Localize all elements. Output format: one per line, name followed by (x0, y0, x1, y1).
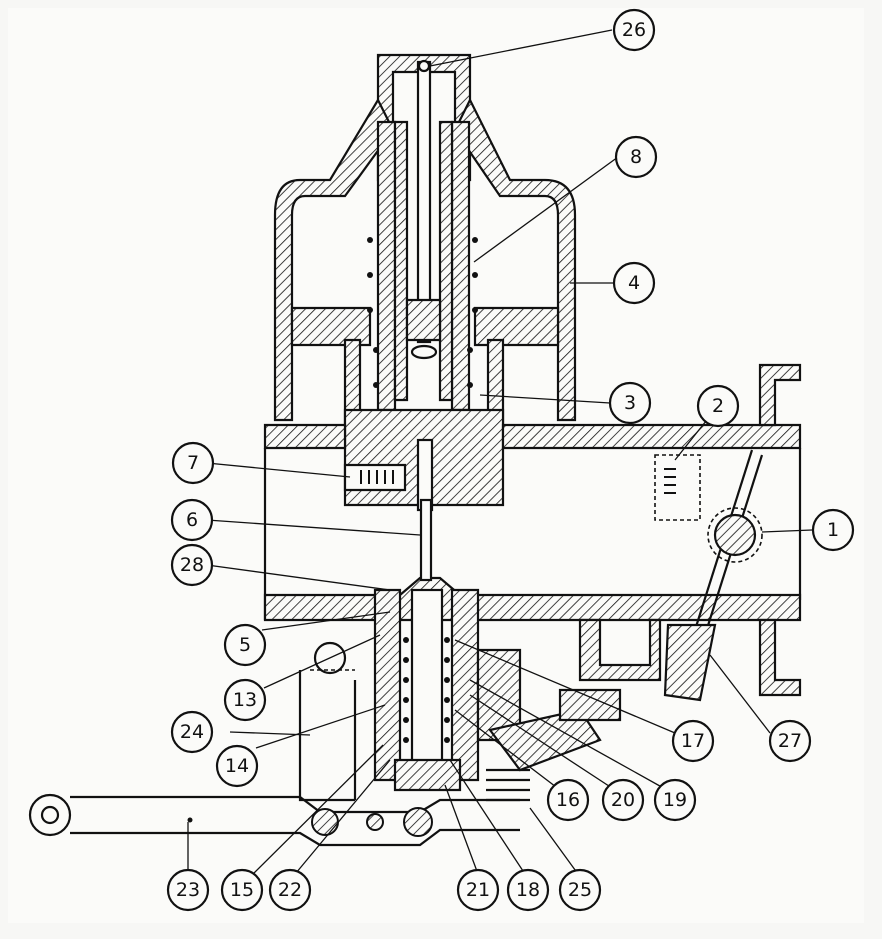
callout-5: 5 (223, 623, 267, 667)
callout-8: 8 (614, 135, 658, 179)
callout-4-label: 4 (628, 272, 640, 294)
callout-5-label: 5 (239, 634, 251, 656)
callout-26: 26 (612, 8, 656, 52)
callout-17: 17 (671, 719, 715, 763)
callout-27: 27 (768, 719, 812, 763)
callout-19: 19 (653, 778, 697, 822)
callout-18-label: 18 (516, 879, 540, 901)
upper-housing (273, 53, 577, 512)
callout-3-label: 3 (624, 392, 636, 414)
callout-15-label: 15 (230, 879, 254, 901)
callout-14: 14 (215, 744, 259, 788)
callout-6: 6 (170, 498, 214, 542)
callout-17-label: 17 (681, 730, 705, 752)
callout-22: 22 (268, 868, 312, 912)
callout-28: 28 (170, 543, 214, 587)
callout-1-label: 1 (827, 519, 839, 541)
callout-20: 20 (601, 778, 645, 822)
callout-1: 1 (811, 508, 855, 552)
callout-23: 23 (166, 868, 210, 912)
callout-28-label: 28 (180, 554, 204, 576)
callout-8-label: 8 (630, 146, 642, 168)
callout-21-label: 21 (466, 879, 490, 901)
callout-6-label: 6 (186, 509, 198, 531)
callout-20-label: 20 (611, 789, 635, 811)
callout-7: 7 (171, 441, 215, 485)
callout-16-label: 16 (556, 789, 580, 811)
callout-25: 25 (558, 868, 602, 912)
callout-13: 13 (223, 678, 267, 722)
leader-lines (187, 29, 813, 875)
callout-26-label: 26 (622, 19, 646, 41)
callout-21: 21 (456, 868, 500, 912)
callout-18: 18 (506, 868, 550, 912)
callout-19-label: 19 (663, 789, 687, 811)
callout-4: 4 (612, 261, 656, 305)
callout-24-label: 24 (180, 721, 204, 743)
callout-7-label: 7 (187, 452, 199, 474)
callout-15: 15 (220, 868, 264, 912)
callout-22-label: 22 (278, 879, 302, 901)
callout-13-label: 13 (233, 689, 257, 711)
callout-25-label: 25 (568, 879, 592, 901)
callout-23-label: 23 (176, 879, 200, 901)
callout-2-label: 2 (712, 395, 724, 417)
jet-assembly (298, 463, 622, 802)
choke-lever (28, 793, 520, 847)
callout-3: 3 (608, 381, 652, 425)
callout-24: 24 (170, 710, 214, 754)
callout-2: 2 (696, 384, 740, 428)
callout-27-label: 27 (778, 730, 802, 752)
callout-16: 16 (546, 778, 590, 822)
callout-14-label: 14 (225, 755, 249, 777)
